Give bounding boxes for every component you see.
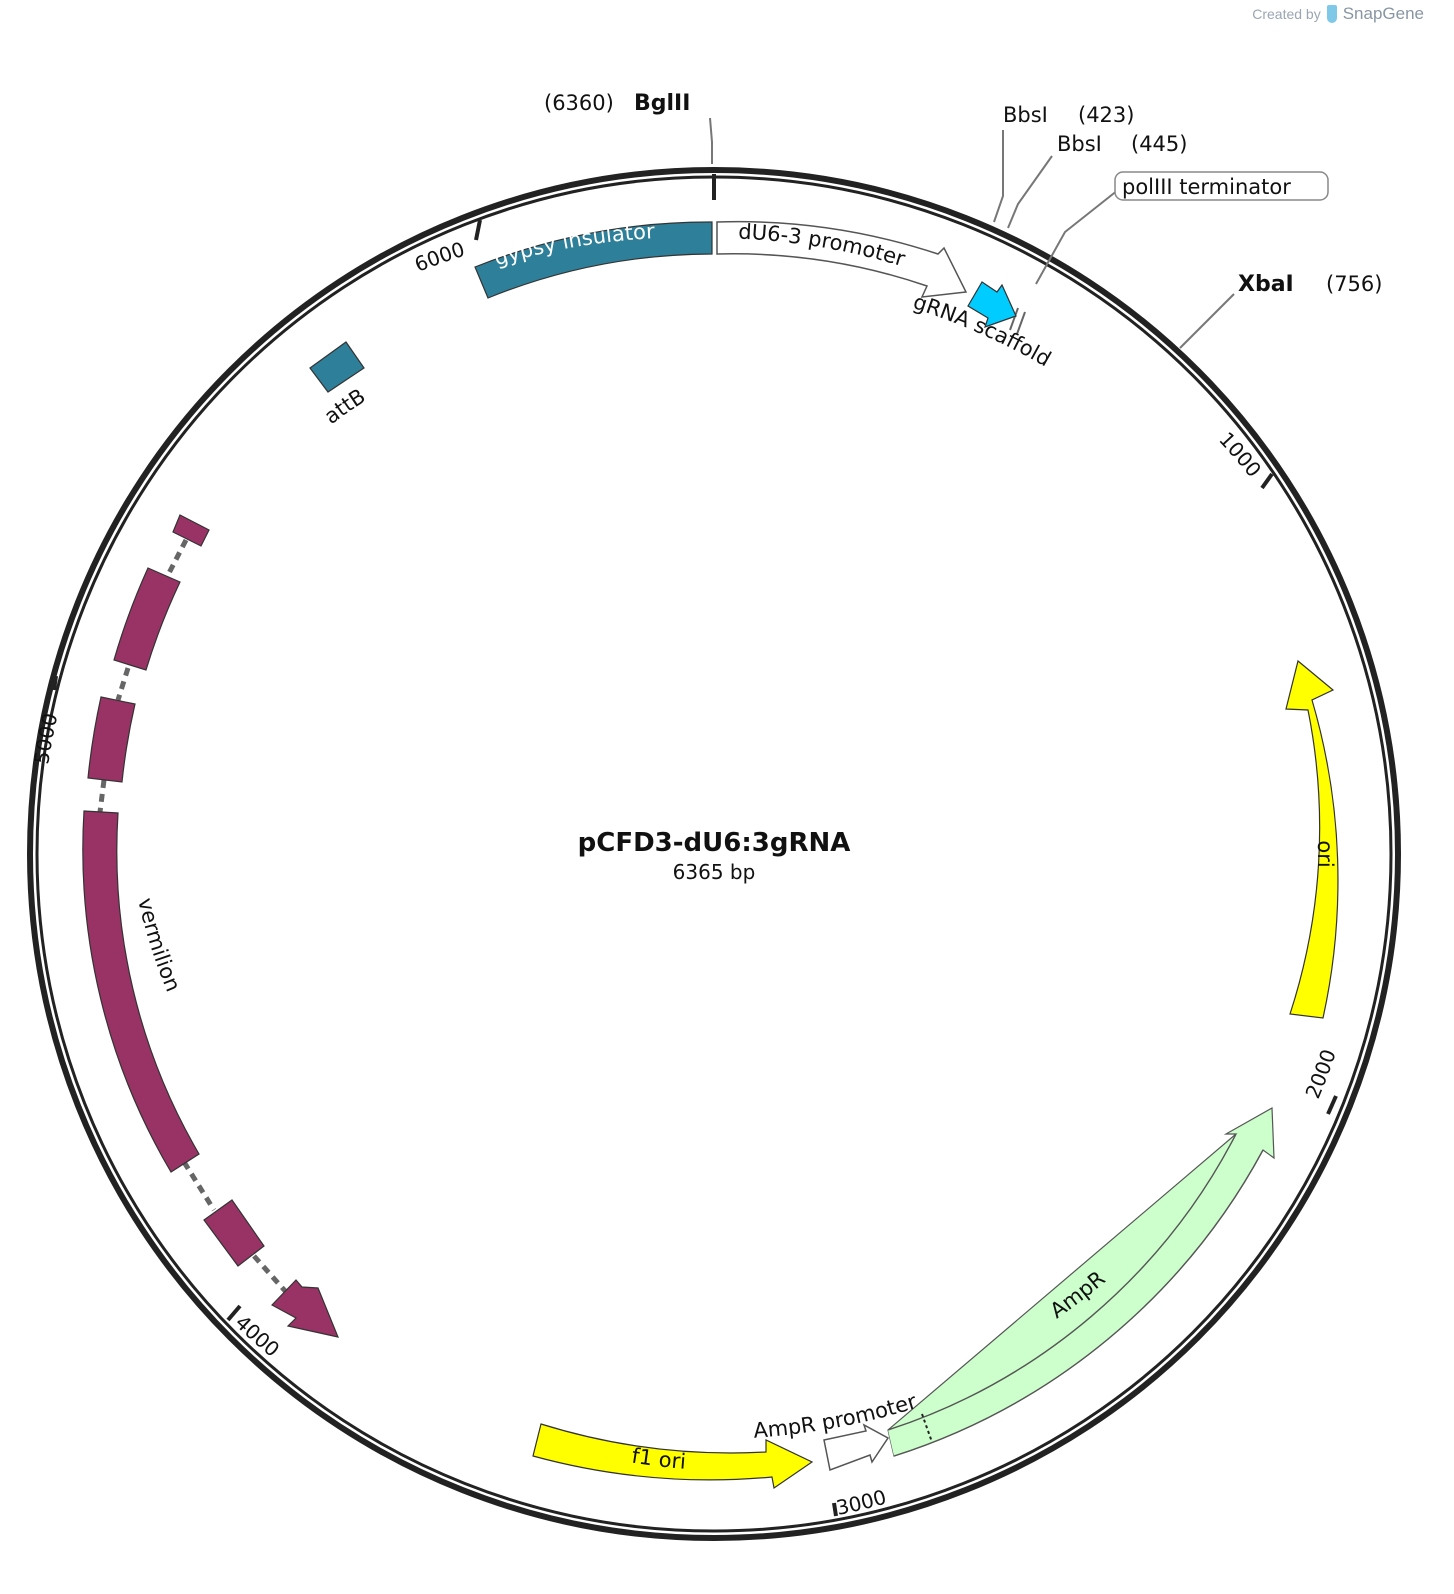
bglii-label: BglII <box>634 91 690 116</box>
vermilion-feature <box>82 514 339 1338</box>
backbone-outer-ring <box>27 167 1401 1541</box>
bbsi-423-label: BbsI <box>1003 103 1048 127</box>
ori-label: ori <box>1313 840 1337 867</box>
leader-bbsi-423 <box>993 130 1004 223</box>
tick-mark-5000 <box>52 675 58 691</box>
bglii-position: (6360) <box>544 91 614 115</box>
vermilion-exon-5 <box>203 1199 265 1267</box>
vermilion-label: vermilion <box>133 896 185 995</box>
bbsi-423-position: (423) <box>1078 103 1134 127</box>
ampr-body-fill <box>888 1134 1263 1456</box>
f1-ori-feature <box>532 1423 814 1490</box>
site-leaders <box>709 117 1235 349</box>
polIII-terminator-label: polIII terminator <box>1122 175 1291 199</box>
leader-xbai <box>1179 293 1235 349</box>
tick-mark-6000 <box>474 219 482 241</box>
vermilion-exon-3 <box>87 696 136 783</box>
ori-feature <box>1285 659 1339 1019</box>
plasmid-name: pCFD3-dU6:3gRNA <box>578 828 851 858</box>
polIII-terminator-box <box>1114 171 1329 201</box>
bbsi-445-label: BbsI <box>1057 132 1102 156</box>
xbai-position: (756) <box>1326 272 1382 296</box>
leader-polIII <box>1035 189 1119 285</box>
vermilion-exon-4 <box>82 810 200 1173</box>
vermilion-exon-1 <box>172 514 210 547</box>
credit-prefix: Created by <box>1252 6 1321 22</box>
plasmid-length: 6365 bp <box>673 860 756 884</box>
grna-scaffold-feature <box>967 281 1017 328</box>
ampr-promoter-feature <box>823 1423 890 1472</box>
vermilion-exon-2 <box>113 567 181 671</box>
vermilion-introns <box>97 538 288 1294</box>
xbai-label: XbaI <box>1238 272 1294 297</box>
du6-3-promoter-feature <box>716 220 968 298</box>
tick-mark-3000 <box>832 1502 838 1517</box>
attb-feature <box>309 341 365 393</box>
tick-mark-1000 <box>1260 472 1274 490</box>
tick-label-5000: 5000 <box>29 711 62 766</box>
tick-marks <box>52 174 1338 1517</box>
snapgene-credit: Created by SnapGene <box>1252 4 1424 24</box>
ampr-outline <box>887 1133 1264 1457</box>
leader-bbsi-445 <box>1007 155 1053 229</box>
leader-bglii <box>709 117 713 164</box>
bbsi-445-position: (445) <box>1131 132 1187 156</box>
credit-brand: SnapGene <box>1342 4 1424 23</box>
snapgene-logo-icon <box>1326 5 1337 23</box>
tick-mark-4000 <box>226 1304 242 1322</box>
polIII-terminator-feature <box>1009 307 1026 335</box>
tick-mark-2000 <box>1326 1095 1338 1115</box>
vermilion-exon-6 <box>271 1279 339 1338</box>
tick-label-2000: 2000 <box>1300 1046 1340 1102</box>
gypsy-insulator-feature <box>474 221 713 299</box>
ampr-signal-divider <box>921 1413 933 1443</box>
